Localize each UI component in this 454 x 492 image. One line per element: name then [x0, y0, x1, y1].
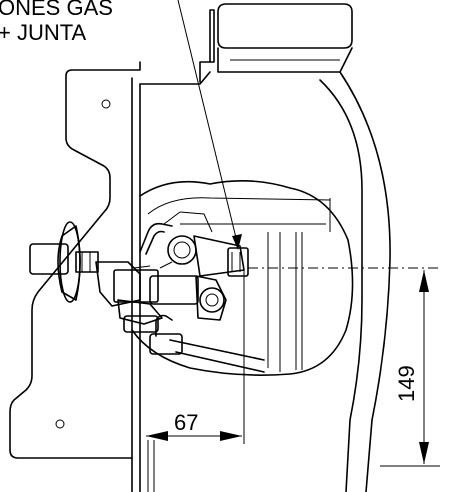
control-knob — [29, 221, 99, 303]
gas-valve-assembly — [95, 211, 265, 373]
callout-label-line1: ONES GAS — [0, 0, 113, 20]
dimension-67-label: 67 — [174, 410, 198, 435]
bracket-hole-bottom — [55, 419, 65, 429]
dimension-67: 67 — [146, 270, 245, 444]
appliance-body — [131, 71, 391, 492]
top-housing — [199, 3, 353, 83]
cutaway-window — [131, 180, 354, 376]
callout-label-line2: + JUNTA — [0, 20, 87, 45]
dimension-149: 149 — [248, 267, 440, 467]
dimension-149-label: 149 — [394, 365, 419, 402]
bracket-hole-top — [101, 99, 111, 109]
mounting-bracket — [9, 61, 141, 459]
callout-leader — [177, 0, 242, 250]
